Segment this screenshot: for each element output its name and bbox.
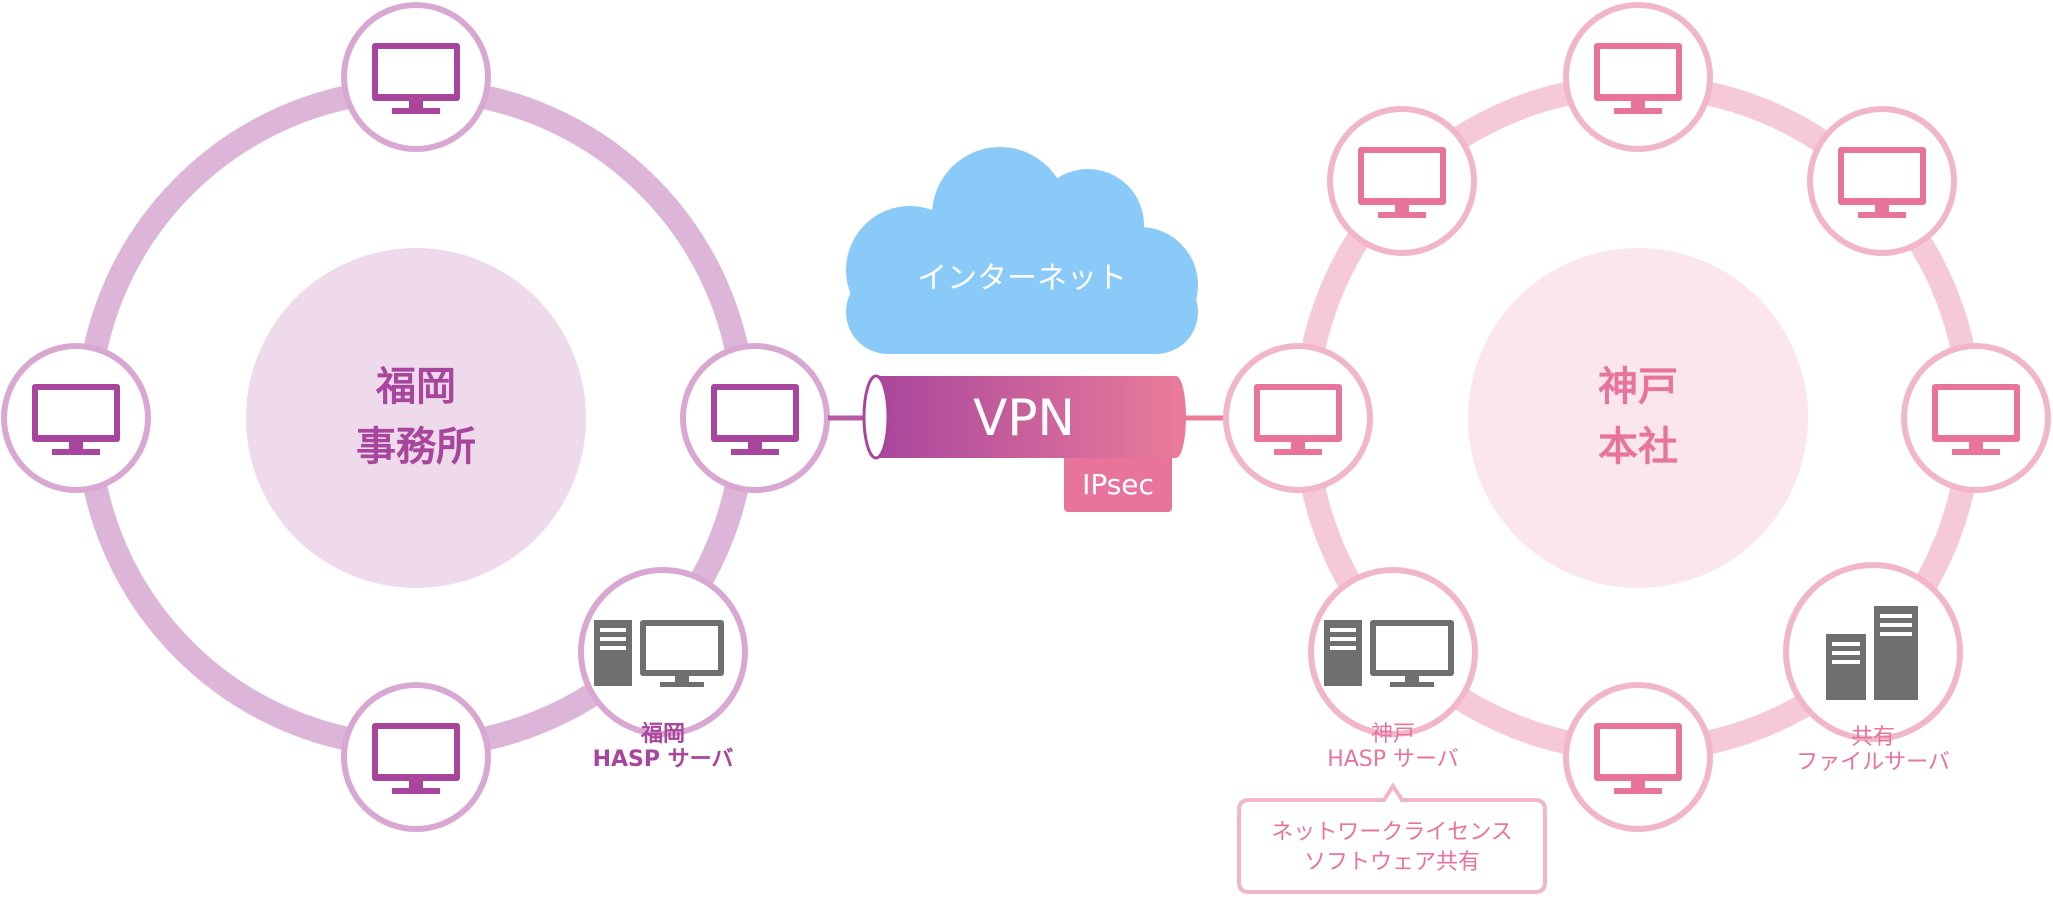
callout-line2: ソフトウェア共有 bbox=[1304, 850, 1480, 875]
kobe-node-top-left[interactable] bbox=[1327, 106, 1477, 256]
fukuoka-server-label-line2: HASP サーバ bbox=[593, 747, 734, 772]
ipsec-label: IPsec bbox=[1082, 468, 1154, 501]
kobe-file-server-node[interactable]: 共有 ファイルサーバ bbox=[1783, 562, 1963, 775]
fukuoka-server-label-line1: 福岡 bbox=[640, 722, 685, 747]
internet-cloud: インターネット bbox=[846, 147, 1198, 354]
vpn-pipe bbox=[876, 376, 1186, 458]
kobe-center-circle bbox=[1468, 248, 1808, 588]
ipsec-tag bbox=[1064, 454, 1172, 512]
kobe-network: 神戸 本社 神戸 HASP サーバ bbox=[1223, 2, 2051, 894]
file-server-label-line1: 共有 bbox=[1851, 725, 1895, 750]
kobe-center-line2: 本社 bbox=[1598, 424, 1678, 470]
internet-label: インターネット bbox=[917, 261, 1127, 296]
vpn-label: VPN bbox=[973, 389, 1075, 447]
kobe-node-top[interactable] bbox=[1563, 2, 1713, 152]
file-server-label-line2: ファイルサーバ bbox=[1796, 750, 1950, 775]
kobe-center-line1: 神戸 bbox=[1598, 364, 1678, 410]
kobe-node-right[interactable] bbox=[1901, 343, 2051, 493]
fukuoka-node-right[interactable] bbox=[680, 343, 830, 493]
fukuoka-center-circle bbox=[246, 248, 586, 588]
fukuoka-node-left[interactable] bbox=[1, 343, 151, 493]
license-callout: ネットワークライセンス ソフトウェア共有 bbox=[1237, 782, 1547, 894]
cloud-icon bbox=[846, 147, 1198, 354]
fukuoka-center-line1: 福岡 bbox=[375, 364, 456, 410]
fukuoka-network: 福岡 事務所 福岡 HASP サーバ bbox=[1, 2, 830, 832]
file-server-icon bbox=[1826, 606, 1918, 700]
callout-line1: ネットワークライセンス bbox=[1271, 820, 1513, 845]
kobe-hasp-server-node[interactable]: 神戸 HASP サーバ bbox=[1308, 567, 1478, 772]
fukuoka-node-bottom[interactable] bbox=[341, 682, 491, 832]
fukuoka-hasp-server-node[interactable]: 福岡 HASP サーバ bbox=[578, 567, 748, 772]
vpn-pipe-opening bbox=[862, 374, 890, 460]
kobe-node-bottom[interactable] bbox=[1563, 682, 1713, 832]
fukuoka-center-line2: 事務所 bbox=[356, 424, 476, 470]
kobe-node-top-right[interactable] bbox=[1807, 106, 1957, 256]
fukuoka-node-top[interactable] bbox=[341, 2, 491, 152]
kobe-server-label-line2: HASP サーバ bbox=[1327, 747, 1459, 772]
kobe-node-left[interactable] bbox=[1223, 343, 1373, 493]
kobe-server-label-line1: 神戸 bbox=[1371, 722, 1415, 747]
vpn-tunnel: IPsec VPN bbox=[828, 374, 1224, 512]
